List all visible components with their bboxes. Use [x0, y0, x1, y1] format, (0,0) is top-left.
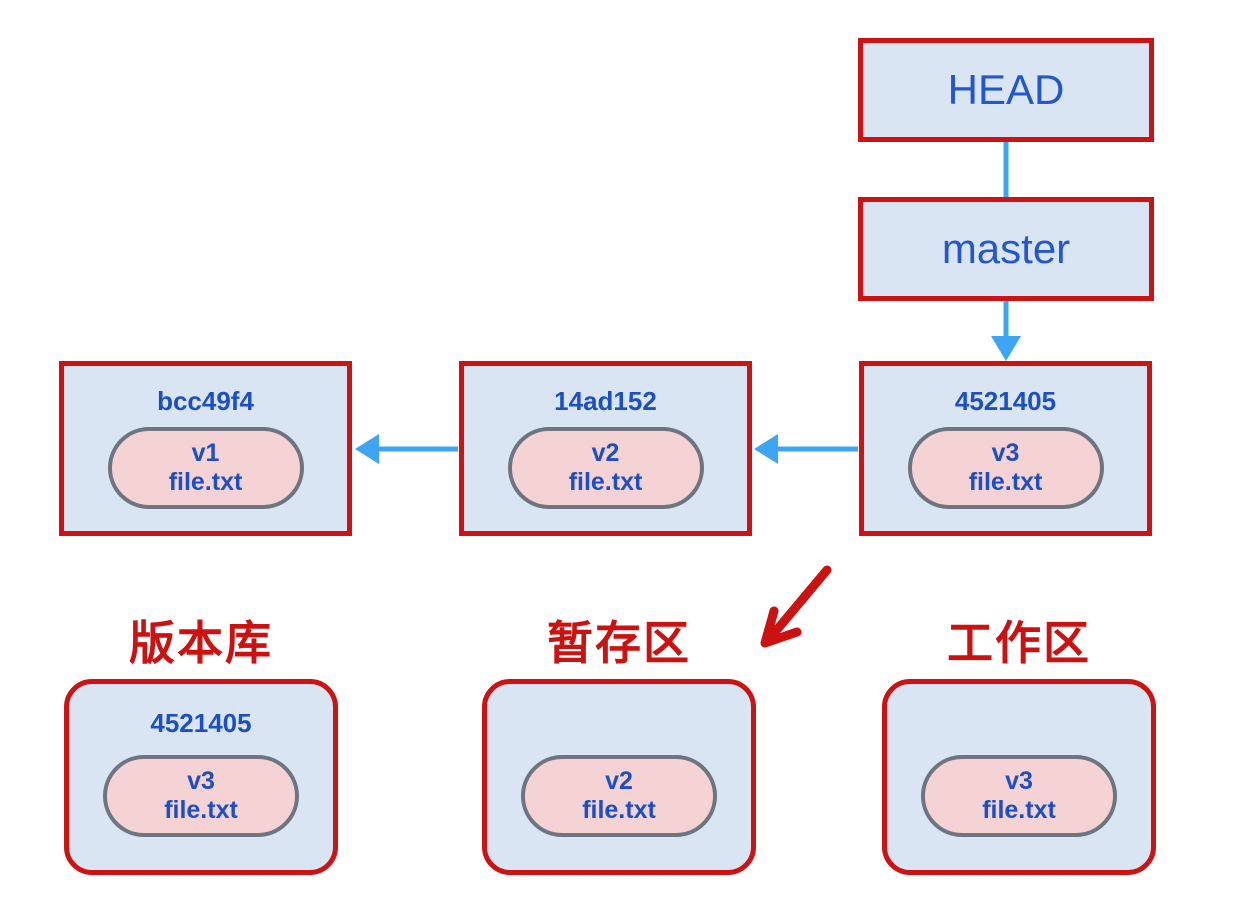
pill-version: v1	[191, 439, 220, 467]
working-area-label: 工作区	[947, 617, 1091, 669]
pill-file: file.txt	[582, 796, 656, 824]
file-version-pill: v3 file.txt	[921, 755, 1117, 837]
file-version-pill: v2 file.txt	[521, 755, 717, 837]
file-version-pill: v1 file.txt	[107, 427, 304, 509]
pill-file: file.txt	[968, 468, 1043, 496]
pill-file: file.txt	[568, 468, 643, 496]
master-label: master	[941, 225, 1071, 272]
repository-label: 版本库	[129, 617, 273, 669]
pill-version: v2	[591, 439, 620, 467]
commit2-to-commit1-arrow	[355, 434, 458, 464]
head-label: HEAD	[947, 66, 1065, 113]
commit-box-bcc49f4: bcc49f4 v1 file.txt	[59, 361, 352, 536]
staging-area-box: v2 file.txt	[482, 679, 756, 875]
pill-file: file.txt	[164, 796, 238, 824]
working-area-box: v3 file.txt	[882, 679, 1156, 875]
commit-hash: bcc49f4	[157, 386, 254, 416]
commit-box-4521405: 4521405 v3 file.txt	[859, 361, 1152, 536]
file-version-pill: v3 file.txt	[907, 427, 1104, 509]
pill-version: v3	[1005, 767, 1033, 795]
commit-hash: 4521405	[150, 708, 252, 738]
commit-hash: 4521405	[954, 386, 1057, 416]
commit-hash: 14ad152	[554, 386, 657, 416]
file-version-pill: v3 file.txt	[103, 755, 299, 837]
commit3-to-commit2-arrow	[754, 434, 858, 464]
pill-version: v3	[991, 439, 1020, 467]
master-box: master	[858, 197, 1154, 301]
master-to-commit-arrow	[991, 300, 1021, 361]
pill-file: file.txt	[168, 468, 243, 496]
staging-area-label: 暂存区	[547, 617, 691, 669]
commit-box-14ad152: 14ad152 v2 file.txt	[459, 361, 752, 536]
pill-version: v3	[187, 767, 215, 795]
staging-pointer-arrow	[760, 565, 832, 648]
pill-file: file.txt	[982, 796, 1056, 824]
head-box: HEAD	[858, 38, 1154, 142]
pill-version: v2	[605, 767, 633, 795]
file-version-pill: v2 file.txt	[507, 427, 704, 509]
repository-box: 4521405 v3 file.txt	[64, 679, 338, 875]
